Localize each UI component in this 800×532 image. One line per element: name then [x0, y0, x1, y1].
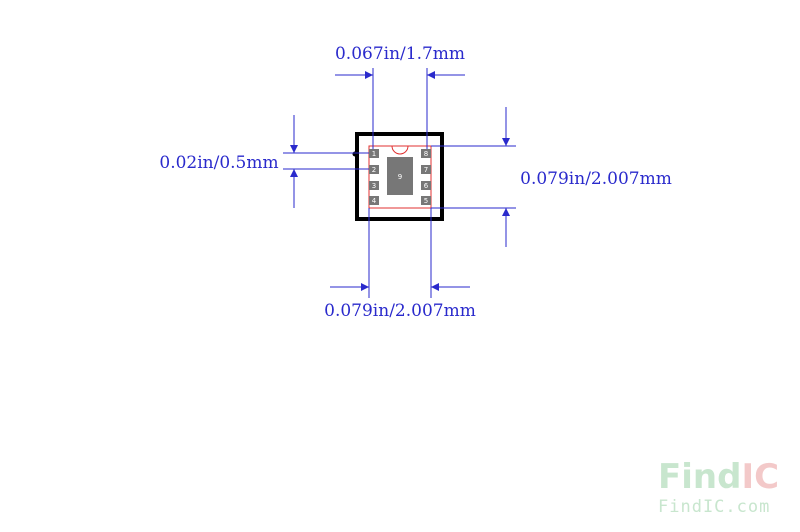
dim-pin-pitch-width-label: 0.067in/1.7mm [335, 44, 465, 64]
findic-watermark: FindIC FindIC.com [658, 457, 779, 517]
watermark-brand-find: Find [658, 457, 741, 497]
thermal-pad [387, 157, 413, 195]
dim-body-width-label: 0.079in/2.007mm [324, 301, 476, 321]
pad-3 [369, 181, 379, 190]
pads [369, 149, 431, 205]
package-outline [355, 132, 444, 221]
pad-label-8: 8 [424, 150, 428, 158]
pad-label-7: 7 [424, 166, 428, 174]
watermark-url: FindIC.com [658, 497, 770, 517]
pad-label-5: 5 [424, 197, 428, 205]
pad-4 [369, 196, 379, 205]
pad-labels: 1 2 3 4 5 6 7 8 9 [372, 150, 429, 205]
pad-8 [421, 149, 431, 158]
pad-6 [421, 181, 431, 190]
pin1-marker [352, 151, 358, 157]
dim-body-height-label: 0.079in/2.007mm [520, 169, 672, 189]
pad-label-4: 4 [372, 197, 377, 205]
dim-pin-pitch-width [335, 68, 465, 149]
pad-label-1: 1 [372, 150, 376, 158]
dim-body-width [330, 208, 470, 298]
pad-1 [369, 149, 379, 158]
pad-label-3: 3 [372, 182, 376, 190]
watermark-brand-ic: IC [741, 457, 779, 497]
silkscreen-outline [368, 145, 432, 209]
dim-body-height [431, 107, 516, 247]
dim-pin-pitch-height-label: 0.02in/0.5mm [159, 153, 278, 173]
pad-7 [421, 165, 431, 174]
pad-2 [369, 165, 379, 174]
dim-pin-pitch-height [283, 115, 369, 208]
silkscreen-notch [391, 145, 409, 155]
pad-5 [421, 196, 431, 205]
pad-label-6: 6 [424, 182, 429, 190]
thermal-pad-label: 9 [398, 173, 402, 181]
watermark-brand: FindIC [658, 457, 779, 497]
pad-label-2: 2 [372, 166, 376, 174]
